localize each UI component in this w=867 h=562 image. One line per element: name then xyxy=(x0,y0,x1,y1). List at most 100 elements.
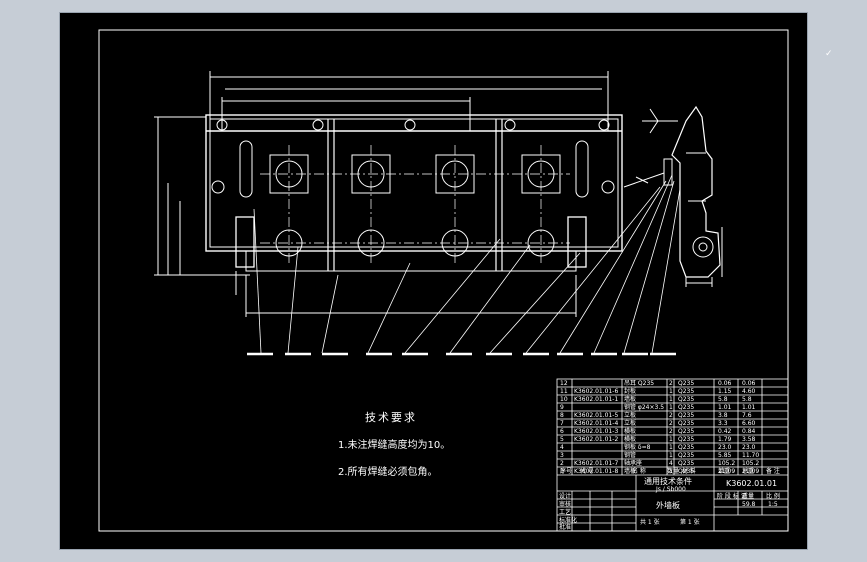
leader-lines xyxy=(253,174,681,354)
parts-row-11-code: K3602.01.01-6 xyxy=(574,388,619,395)
parts-row-7-code: K3602.01.01-4 xyxy=(574,420,619,427)
parts-row-7-mat: Q235 xyxy=(678,420,695,427)
parts-row-4-w2: 23.0 xyxy=(742,444,756,451)
parts-row-2-name: 轴承座 xyxy=(624,460,643,467)
parts-row-9-no: 9 xyxy=(560,404,564,411)
label-standard: 标准化 xyxy=(559,517,578,524)
parts-row-5-qty: 1 xyxy=(669,436,673,443)
parts-row-1-mat: Q235 xyxy=(678,468,695,475)
parts-row-6-name: 横板 xyxy=(624,428,637,435)
parts-row-8-name: 立板 xyxy=(624,412,637,419)
parts-row-5-code: K3602.01.01-2 xyxy=(574,436,619,443)
parts-row-12-name: 吊耳 Q235 xyxy=(624,380,655,387)
header-unit-weight: 单重 xyxy=(718,468,731,475)
parts-row-9-mat: Q235 xyxy=(678,404,695,411)
parts-row-9-w1: 1.01 xyxy=(718,404,732,411)
parts-row-8-code: K3602.01.01-5 xyxy=(574,412,619,419)
parts-row-5-mat: Q235 xyxy=(678,436,695,443)
parts-row-3-w1: 5.85 xyxy=(718,452,732,459)
parts-row-6-w2: 0.84 xyxy=(742,428,756,435)
stage-label: 阶 段 标 记 xyxy=(717,493,747,500)
parts-row-6-qty: 2 xyxy=(669,428,673,435)
parts-row-4-qty: 1 xyxy=(669,444,673,451)
parts-row-12-no: 12 xyxy=(560,380,568,387)
parts-row-8-w1: 3.8 xyxy=(718,412,728,419)
parts-row-12-w1: 0.06 xyxy=(718,380,732,387)
parts-row-11-w2: 4.60 xyxy=(742,388,756,395)
weight-label: 重量 xyxy=(742,493,755,500)
category-sub: Js / Sb000 xyxy=(656,486,686,493)
parts-row-5-no: 5 xyxy=(560,436,564,443)
parts-row-11-name: 封板 xyxy=(624,388,637,395)
parts-row-12-mat: Q235 xyxy=(678,380,695,387)
category-line: 通用技术条件 xyxy=(644,477,692,486)
parts-row-5-name: 横板 xyxy=(624,436,637,443)
parts-row-2-no: 2 xyxy=(560,460,564,467)
parts-row-7-no: 7 xyxy=(560,420,564,427)
parts-row-12-qty: 2 xyxy=(669,380,673,387)
cad-drawing xyxy=(98,29,789,532)
parts-row-7-qty: 2 xyxy=(669,420,673,427)
parts-row-3-name: 钢管 xyxy=(624,452,637,459)
parts-row-7-w1: 3.3 xyxy=(718,420,728,427)
header-total-weight: 总重 xyxy=(742,468,755,475)
tech-requirement-2: 2.所有焊缝必须包角。 xyxy=(338,467,438,478)
parts-row-1-w1: 21.09 xyxy=(718,468,736,475)
parts-row-8-qty: 2 xyxy=(669,412,673,419)
parts-row-11-w1: 1.15 xyxy=(718,388,732,395)
header-name: 名 称 xyxy=(632,468,646,475)
parts-row-1-name: 墙板 xyxy=(624,468,637,475)
parts-row-8-no: 8 xyxy=(560,412,564,419)
parts-row-5-w1: 1.79 xyxy=(718,436,732,443)
label-process: 工艺 xyxy=(559,509,572,516)
parts-row-1-code: K3602.01.01-8 xyxy=(574,468,619,475)
label-designer: 设计 xyxy=(559,493,572,500)
header-qty: 数量 xyxy=(667,468,680,475)
parts-row-9-qty: 1 xyxy=(669,404,673,411)
parts-row-8-mat: Q235 xyxy=(678,412,695,419)
tech-requirements-title: 技术要求 xyxy=(365,411,417,424)
parts-row-10-w1: 5.8 xyxy=(718,396,728,403)
front-view xyxy=(154,71,623,317)
header-material: 材 料 xyxy=(682,468,696,475)
header-no: 序号 xyxy=(560,468,573,475)
parts-row-3-mat: Q235 xyxy=(678,452,695,459)
label-approve: 批准 xyxy=(559,524,572,531)
parts-row-6-mat: Q235 xyxy=(678,428,695,435)
inner-border xyxy=(98,29,789,532)
parts-row-3-no: 3 xyxy=(560,452,564,459)
drawing-number: K3602.01.01 xyxy=(726,479,778,488)
parts-row-3-qty: 1 xyxy=(669,452,673,459)
parts-row-6-no: 6 xyxy=(560,428,564,435)
side-view xyxy=(623,105,723,287)
parts-row-10-name: 墙板 xyxy=(624,396,637,403)
parts-row-2-qty: 4 xyxy=(669,460,673,467)
header-code: 代 号 xyxy=(580,468,594,475)
parts-row-2-w2: 105.2 xyxy=(742,460,760,467)
parts-row-4-mat: Q235 xyxy=(678,444,695,451)
parts-row-4-w1: 23.0 xyxy=(718,444,732,451)
parts-row-2-mat: Q235 xyxy=(678,460,695,467)
parts-row-7-w2: 6.60 xyxy=(742,420,756,427)
tech-requirement-1: 1.未注焊缝高度均为10。 xyxy=(338,440,451,451)
scale-label: 比 例 xyxy=(766,493,780,500)
sheet-count: 共 1 张 xyxy=(640,519,660,526)
parts-row-10-code: K3602.01.01-1 xyxy=(574,396,619,403)
parts-row-6-w1: 0.42 xyxy=(718,428,732,435)
parts-row-4-no: 4 xyxy=(560,444,564,451)
parts-row-11-qty: 1 xyxy=(669,388,673,395)
parts-row-6-code: K3602.01.01-3 xyxy=(574,428,619,435)
part-name: 外墙板 xyxy=(656,501,680,510)
parts-row-10-w2: 5.8 xyxy=(742,396,752,403)
parts-row-1-qty: 1 xyxy=(669,468,673,475)
mass-value: 59.8 xyxy=(742,501,756,508)
parts-row-2-w1: 105.2 xyxy=(718,460,736,467)
parts-row-8-w2: 7.6 xyxy=(742,412,752,419)
parts-row-2-code: K3602.01.01-7 xyxy=(574,460,619,467)
parts-row-10-qty: 1 xyxy=(669,396,673,403)
parts-row-10-no: 10 xyxy=(560,396,568,403)
parts-row-11-no: 11 xyxy=(560,388,568,395)
parts-row-7-name: 立板 xyxy=(624,420,637,427)
parts-row-11-mat: Q235 xyxy=(678,388,695,395)
